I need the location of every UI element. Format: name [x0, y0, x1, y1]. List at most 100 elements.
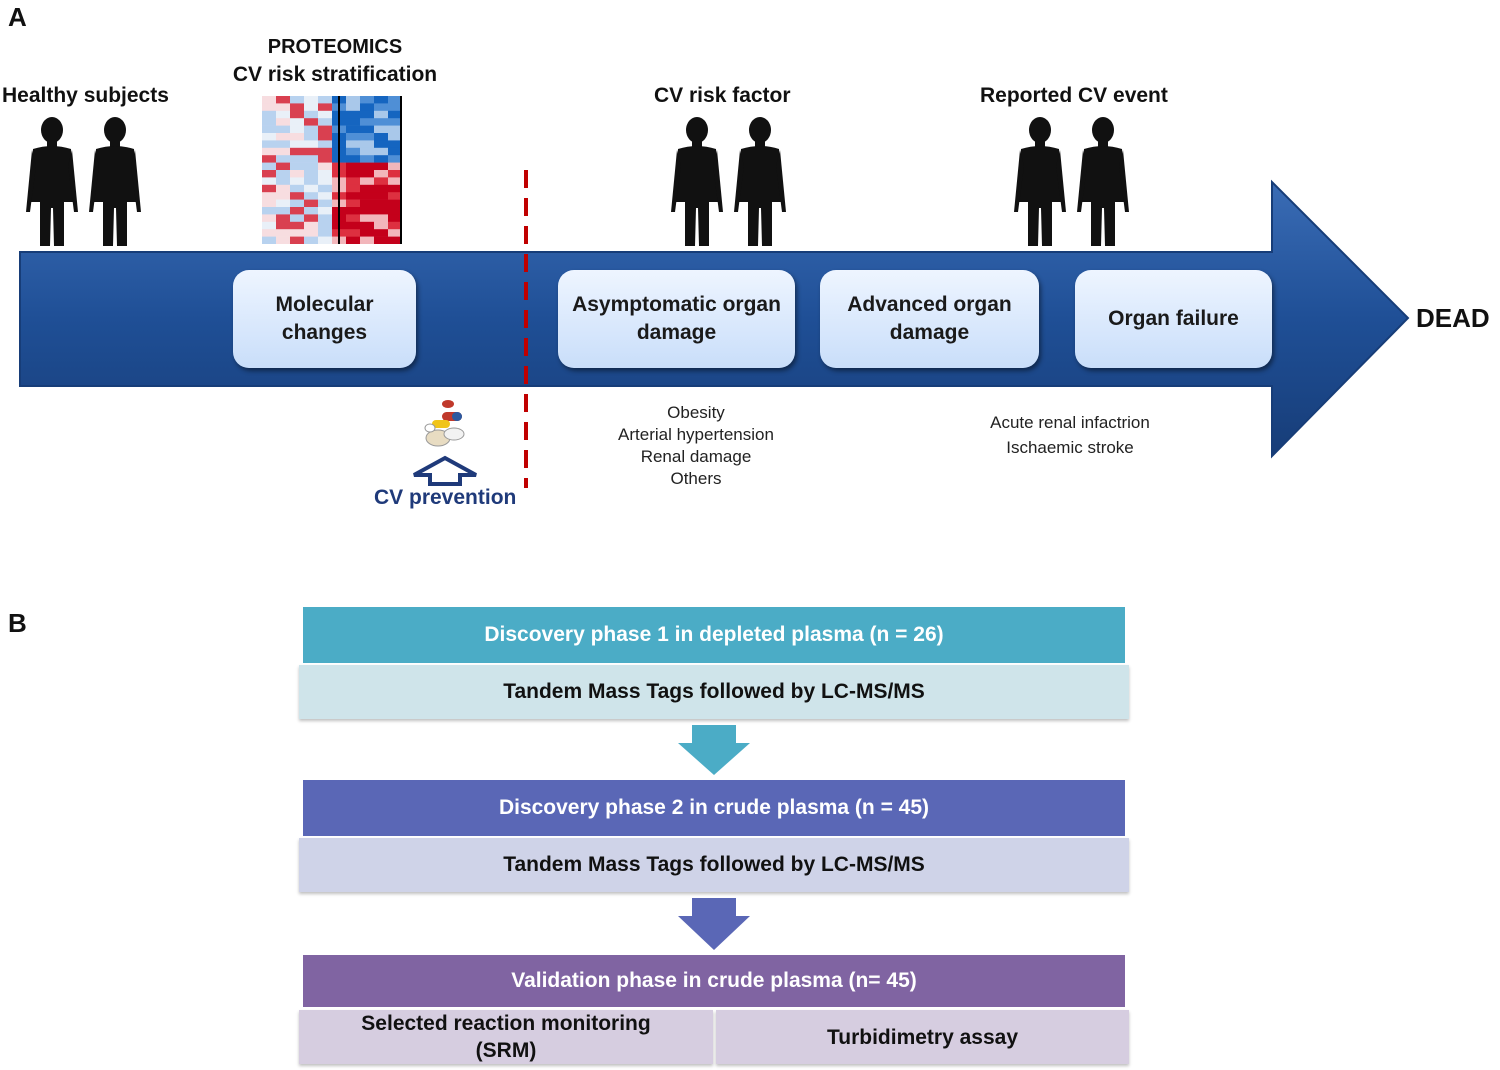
panel-b-label: B — [8, 608, 27, 638]
heatmap-cell — [290, 155, 304, 163]
heatmap-cell — [304, 103, 318, 112]
proteomics-title: PROTEOMICS — [267, 36, 403, 58]
heatmap-cell — [276, 125, 290, 134]
heatmap-cell — [374, 236, 388, 245]
heatmap-cell — [360, 133, 374, 141]
heatmap-cell — [318, 155, 332, 163]
heatmap-cell — [262, 177, 276, 186]
heatmap-cell — [262, 162, 276, 171]
heatmap-cell — [276, 229, 290, 237]
heatmap-cell — [318, 184, 332, 193]
heatmap-cell — [318, 162, 332, 171]
list-item: Obesity — [667, 403, 725, 422]
heatmap-cell — [276, 162, 290, 171]
heatmap-cell — [262, 192, 276, 200]
heatmap-cell — [290, 162, 304, 171]
heatmap-cell — [276, 177, 290, 186]
heatmap-cell — [346, 229, 360, 237]
heatmap-cell — [374, 221, 388, 230]
heatmap-cell — [276, 118, 290, 126]
heatmap-cell — [346, 214, 360, 223]
cv-risk-stratification-title: CV risk stratification — [232, 63, 438, 86]
heatmap-cell — [388, 147, 402, 156]
heatmap-cell — [318, 221, 332, 230]
heatmap-cell — [290, 133, 304, 141]
heatmap-cell — [346, 118, 360, 126]
heatmap-cell — [304, 236, 318, 245]
heatmap-cell — [304, 155, 318, 163]
heatmap-cell — [360, 214, 374, 223]
heatmap-cell — [388, 133, 402, 141]
heatmap-cell — [276, 103, 290, 112]
heatmap-cell — [276, 170, 290, 178]
cv-event-list: Acute renal infactrion Ischaemic stroke — [960, 410, 1180, 460]
heatmap-cell — [374, 207, 388, 215]
heatmap-cell — [360, 140, 374, 149]
heatmap-cell — [388, 110, 402, 119]
heatmap-cell — [290, 184, 304, 193]
heatmap-cell — [318, 125, 332, 134]
heatmap-cell — [304, 147, 318, 156]
heatmap-cell — [318, 133, 332, 141]
heatmap-cell — [388, 118, 402, 126]
heatmap-cell — [276, 199, 290, 208]
heatmap-cell — [290, 170, 304, 178]
heatmap-cell — [304, 221, 318, 230]
heatmap-cell — [374, 229, 388, 237]
heatmap-cell — [290, 221, 304, 230]
heatmap-cell — [360, 110, 374, 119]
heatmap-cell — [276, 147, 290, 156]
heatmap-cell — [290, 110, 304, 119]
heatmap-cell — [346, 184, 360, 193]
heatmap-cell — [388, 162, 402, 171]
heatmap-cell — [318, 214, 332, 223]
heatmap-cell — [304, 133, 318, 141]
heatmap-cell — [290, 236, 304, 245]
heatmap-cell — [290, 177, 304, 186]
heatmap-cell — [360, 118, 374, 126]
heatmap-cell — [360, 207, 374, 215]
validation-header: Validation phase in crude plasma (n= 45) — [303, 955, 1125, 1007]
srm-label: Selected reaction monitoring (SRM) — [361, 1012, 651, 1062]
heatmap-cell — [262, 125, 276, 134]
list-item: Renal damage — [640, 447, 752, 466]
heatmap-cell — [290, 207, 304, 215]
heatmap-cell — [374, 184, 388, 193]
list-item: Others — [670, 469, 722, 488]
heatmap-cell — [276, 110, 290, 119]
heatmap-cell — [374, 96, 388, 104]
phase2-header: Discovery phase 2 in crude plasma (n = 4… — [303, 780, 1125, 836]
heatmap-cell — [304, 96, 318, 104]
heatmap-cell — [374, 214, 388, 223]
heatmap-cell — [262, 147, 276, 156]
heatmap-cell — [262, 236, 276, 245]
heatmap-cell — [360, 162, 374, 171]
heatmap-cell — [346, 125, 360, 134]
heatmap-cell — [374, 192, 388, 200]
heatmap-cell — [290, 214, 304, 223]
heatmap-cell — [388, 214, 402, 223]
heatmap-cell — [388, 96, 402, 104]
heatmap-cell — [374, 125, 388, 134]
heatmap-cell — [346, 199, 360, 208]
heatmap-cell — [360, 221, 374, 230]
heatmap-cell — [346, 170, 360, 178]
heatmap-cell — [388, 184, 402, 193]
heatmap-cell — [388, 207, 402, 215]
heatmap-cell — [374, 133, 388, 141]
heatmap-cell — [360, 170, 374, 178]
phase1-header: Discovery phase 1 in depleted plasma (n … — [303, 607, 1125, 663]
pills-icon — [424, 400, 465, 447]
phase1-method: Tandem Mass Tags followed by LC-MS/MS — [299, 665, 1129, 719]
heatmap-cell — [304, 118, 318, 126]
heatmap-cell — [262, 118, 276, 126]
heatmap-cell — [346, 133, 360, 141]
heatmap-cell — [318, 147, 332, 156]
heatmap-cell — [290, 192, 304, 200]
heatmap-cell — [304, 125, 318, 134]
heatmap-cell — [262, 155, 276, 163]
heatmap-cell — [290, 125, 304, 134]
heatmap-cell — [262, 133, 276, 141]
heatmap-cell — [346, 236, 360, 245]
heatmap-cell — [262, 184, 276, 193]
